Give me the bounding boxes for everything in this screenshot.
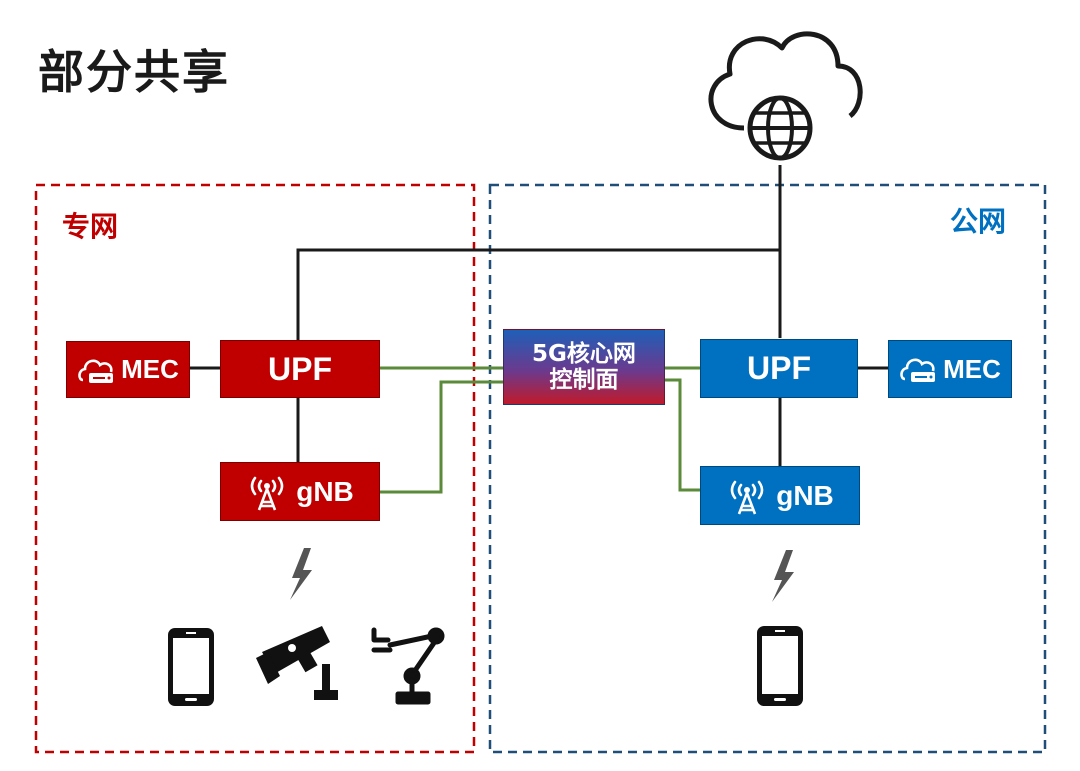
green-links (380, 366, 700, 494)
upf-label: UPF (268, 350, 332, 387)
private-upf-internet-link (296, 248, 780, 340)
private-gnb-node[interactable]: gNB (220, 462, 380, 521)
lightning-icon (290, 548, 312, 600)
robot-arm-icon (371, 627, 445, 705)
public-upf-node[interactable]: UPF (700, 339, 858, 398)
public-zone-border (488, 183, 1047, 754)
cloud-server-icon (899, 353, 939, 385)
lightning-icon (772, 550, 794, 602)
private-upf-node[interactable]: UPF (220, 340, 380, 398)
gnb-label: gNB (776, 479, 834, 511)
cloud-server-icon (77, 354, 117, 386)
core-public-gnb-link (665, 378, 700, 492)
upf-label: UPF (747, 350, 811, 386)
private-network-label: 专网 (62, 210, 119, 243)
public-gnb-node[interactable]: gNB (700, 466, 860, 525)
private-mec-node[interactable]: MEC (66, 341, 190, 398)
mec-label: MEC (943, 353, 1001, 384)
gnb-label: gNB (296, 475, 354, 507)
public-mec-node[interactable]: MEC (888, 340, 1012, 398)
page-title: 部分共享 (38, 45, 230, 99)
antenna-icon (726, 476, 768, 516)
private-zone-border (34, 183, 476, 754)
black-links (190, 165, 888, 466)
core-label-line2: 控制面 (549, 367, 619, 393)
phone-icon (168, 628, 214, 706)
antenna-icon (246, 472, 288, 512)
public-network-label: 公网 (950, 205, 1007, 238)
mec-label: MEC (121, 354, 179, 384)
private-gnb-core-link (380, 380, 503, 494)
camera-icon (256, 626, 338, 700)
phone-icon (757, 626, 803, 706)
cloud-globe-icon (708, 31, 863, 161)
core-label-line1: 5G核心网 (532, 340, 636, 367)
core-control-plane-node[interactable]: 5G核心网 控制面 (503, 329, 665, 405)
